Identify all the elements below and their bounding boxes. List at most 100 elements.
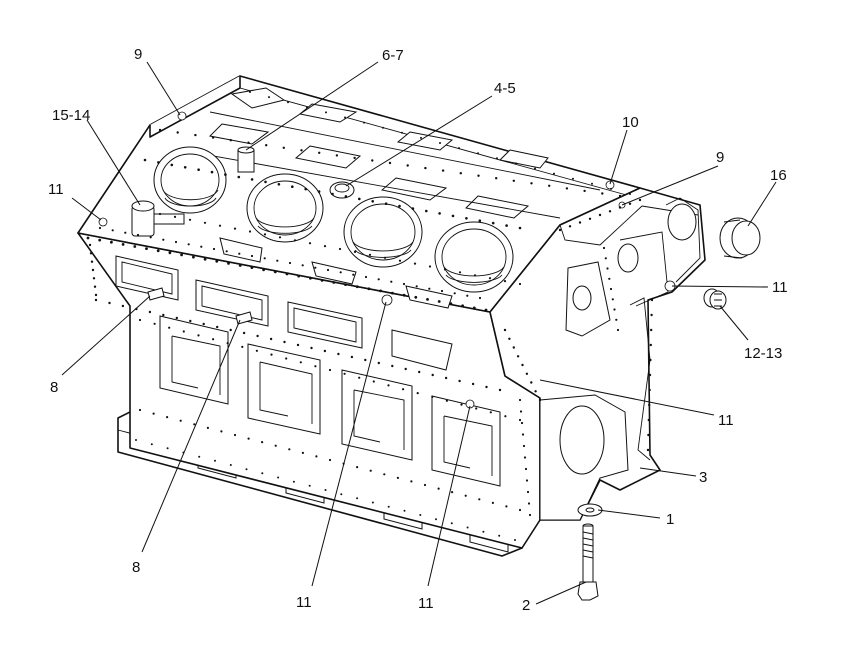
bolt-hole (335, 154, 339, 157)
bolt-hole (301, 264, 304, 267)
bolt-hole (227, 262, 230, 265)
bolt-hole (558, 228, 562, 232)
bolt-hole (287, 101, 289, 104)
bolt-hole (379, 289, 382, 293)
bolt-hole (226, 342, 229, 345)
bolt-hole (229, 328, 232, 332)
bolt-hole (512, 179, 515, 182)
bolt-hole (521, 363, 524, 367)
bolt-hole (229, 464, 232, 466)
bolt-hole (202, 322, 205, 326)
bolt-hole (355, 285, 359, 289)
bolt-hole (368, 253, 372, 256)
bolt-hole (324, 489, 327, 491)
bolt-hole (353, 250, 357, 253)
bolt-hole (263, 257, 266, 260)
callout-11-left: 11 (48, 181, 64, 198)
bolt-hole (423, 483, 427, 487)
bolt-hole (565, 187, 569, 190)
bolt-hole (382, 126, 384, 129)
bolt-hole (515, 162, 517, 165)
bolt-hole (265, 144, 268, 147)
bolt-hole (124, 231, 127, 234)
bolt-hole (465, 217, 468, 220)
bolt-hole (451, 214, 455, 218)
bolt-hole (398, 204, 401, 208)
bolt-hole (153, 322, 156, 325)
bolt-hole (340, 493, 343, 496)
bolt-hole (156, 249, 160, 253)
leader-lines (61, 61, 777, 605)
callout-2: 2 (522, 597, 530, 614)
bolt-hole (248, 230, 252, 233)
bolt-hole (148, 310, 152, 314)
bolt-hole (263, 233, 267, 236)
callout-labels: 9 6-7 4-5 15-14 11 10 9 16 11 12-13 8 11… (48, 46, 788, 614)
bolt-hole (489, 411, 492, 414)
bolt-hole (650, 313, 653, 317)
bolt-hole (498, 388, 502, 392)
bolt-hole (458, 271, 462, 274)
bolt-hole (527, 502, 531, 505)
bolt-hole (485, 385, 488, 389)
bolt-hole (525, 372, 529, 375)
bolt-hole (428, 265, 432, 268)
bolt-hole (377, 278, 380, 281)
bolt-hole (318, 151, 321, 154)
bolt-hole (189, 319, 192, 323)
bolt-hole (416, 392, 419, 395)
bolt-hole (459, 172, 462, 175)
callout-16: 16 (770, 167, 787, 184)
bolt-hole (300, 149, 303, 152)
bolt-hole (138, 408, 142, 412)
bolt-hole (166, 416, 169, 419)
bolt-hole (538, 398, 542, 402)
bolt-hole (403, 509, 406, 512)
bolt-hole (445, 399, 448, 402)
callout-9-right: 9 (716, 149, 724, 166)
bolt-hole (270, 353, 273, 356)
bolt-hole (578, 221, 582, 224)
bolt-hole (288, 261, 292, 265)
bolt-hole (606, 267, 609, 270)
bolt-hole (250, 254, 254, 258)
bolt-hole (504, 415, 507, 418)
bolt-hole (387, 384, 390, 387)
bolt-hole (638, 198, 642, 202)
bolt-hole (371, 501, 374, 504)
bolt-hole (299, 361, 302, 364)
bolt-hole (210, 170, 214, 174)
bolt-hole (293, 239, 297, 242)
bolt-hole (530, 381, 533, 384)
bolt-hole (182, 330, 185, 333)
bolt-hole (618, 194, 622, 198)
bolt-hole (518, 418, 522, 422)
bolt-hole (91, 268, 95, 272)
bolt-hole (516, 355, 520, 358)
bolt-hole (343, 372, 346, 375)
bolt-hole (320, 279, 324, 282)
washer-1 (577, 503, 603, 517)
bolt-hole (369, 469, 372, 472)
bolt-hole (276, 259, 279, 262)
bolt-hole (649, 358, 652, 362)
bolt-hole (648, 388, 651, 392)
bolt-hole (356, 497, 359, 500)
bolt-hole (424, 166, 427, 170)
bolt-hole (475, 407, 478, 410)
bolt-hole (364, 358, 367, 362)
bolt-hole (491, 221, 495, 225)
bolt-hole (431, 373, 434, 377)
bolt-hole (344, 283, 347, 286)
bolt-hole (471, 382, 475, 386)
bolt-hole (440, 289, 444, 293)
callout-12-13: 12-13 (744, 345, 782, 362)
bolt-hole (435, 518, 437, 521)
bolt-hole (108, 301, 111, 305)
bolt-hole (371, 200, 375, 203)
bolt-hole (363, 121, 365, 124)
bolt-hole (410, 480, 413, 483)
bolt-hole (591, 182, 593, 185)
bolt-hole (145, 247, 148, 251)
bolt-hole (193, 423, 196, 426)
